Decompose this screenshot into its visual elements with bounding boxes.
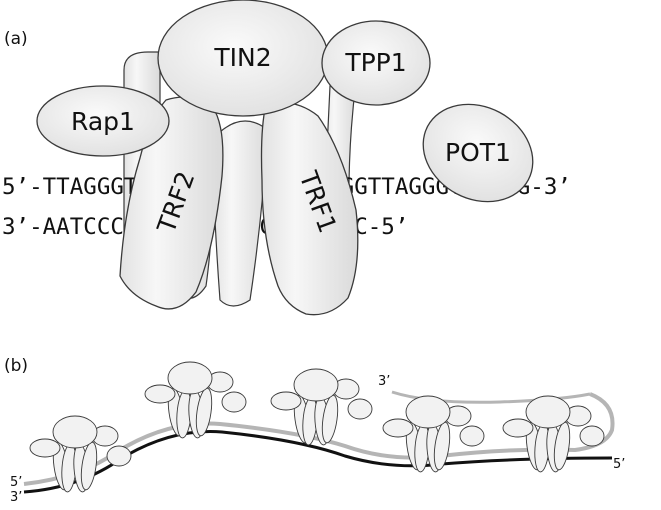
shelterin-complex-2 [144, 361, 247, 439]
rap1-copy [502, 418, 534, 438]
trf1-subunit [260, 101, 359, 316]
tin2-copy [52, 415, 98, 449]
pot1-subunit [422, 103, 534, 203]
end-right-top: 3’ [378, 374, 390, 389]
rap1-copy [29, 438, 61, 458]
pot1-copy [221, 391, 247, 413]
panel-a-label: (a) [4, 29, 28, 49]
rap1-subunit [36, 85, 170, 157]
tin2-copy [167, 361, 213, 395]
rap1-copy [382, 418, 414, 438]
end-left-top: 5’ [10, 475, 22, 490]
tin2-label: TIN2 [213, 43, 271, 72]
tin2-copy [293, 368, 339, 402]
pot1-label: POT1 [445, 138, 511, 167]
pot1-copy [579, 425, 605, 447]
end-left-bottom: 3’ [10, 490, 22, 505]
end-right-bottom: 5’ [613, 457, 625, 472]
shelterin-complex-3 [270, 368, 373, 446]
tpp1-label: TPP1 [344, 48, 406, 77]
tpp1-subunit [321, 20, 431, 106]
rap1-copy [144, 384, 176, 404]
rap1-copy [270, 391, 302, 411]
strand-light-overhang [391, 390, 591, 404]
panel-b: (b) 5’ 3’ 3’ 5’ [4, 356, 625, 505]
tin2-copy [525, 395, 571, 429]
shelterin-complex-copies [29, 361, 605, 493]
rap1-label: Rap1 [71, 107, 135, 136]
pot1-copy [347, 398, 373, 420]
panel-b-label: (b) [4, 356, 28, 376]
panel-a: (a) 5’-TTAGGGTTAGGGTTAGGGTTAGGGTTAGGGTTA… [2, 0, 571, 316]
trf2-subunit [119, 96, 224, 310]
pot1-copy [106, 445, 132, 467]
pot1-copy [459, 425, 485, 447]
trf-legs: TRF2 TRF1 [119, 96, 359, 316]
shelterin-complex-4 [382, 395, 485, 473]
shelterin-complex-5 [502, 395, 605, 473]
shelterin-complex-1 [29, 415, 132, 493]
tin2-copy [405, 395, 451, 429]
